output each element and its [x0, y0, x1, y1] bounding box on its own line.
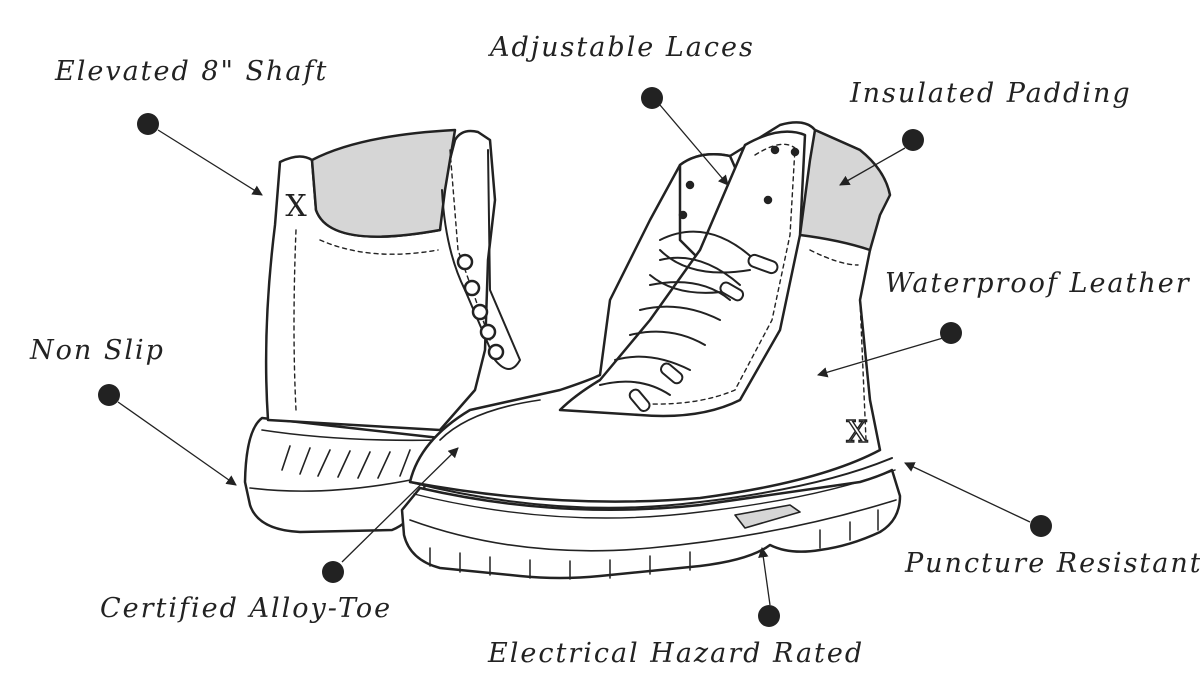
callout-label-puncture: Puncture Resistant — [905, 548, 1200, 579]
leader-hazard — [758, 546, 771, 606]
callout-label-leather: Waterproof Leather — [885, 268, 1191, 299]
callout-dot-hazard — [758, 605, 780, 627]
left-boot-collar-padding — [310, 128, 457, 238]
callout-label-alloytoe: Certified Alloy-Toe — [100, 593, 393, 624]
callout-dot-leather — [940, 322, 962, 344]
callout-label-hazard: Electrical Hazard Rated — [488, 638, 865, 669]
right-boot-insulated-padding — [798, 128, 892, 252]
right-boot — [400, 121, 902, 580]
leader-laces — [659, 104, 729, 186]
callout-label-nonslip: Non Slip — [30, 335, 165, 366]
callout-dot-nonslip — [98, 384, 120, 406]
callout-label-laces: Adjustable Laces — [490, 32, 755, 63]
left-boot-logo: X — [285, 189, 307, 224]
leader-padding — [839, 147, 906, 186]
leader-puncture — [904, 462, 1031, 523]
callout-label-padding: Insulated Padding — [850, 78, 1132, 109]
callout-label-shaft: Elevated 8" Shaft — [55, 56, 329, 87]
leader-nonslip — [117, 401, 237, 486]
callout-dot-laces — [641, 87, 663, 109]
right-boot-laces — [599, 230, 779, 413]
leader-leather — [817, 337, 944, 378]
callout-dot-puncture — [1030, 515, 1052, 537]
callout-dot-alloytoe — [322, 561, 344, 583]
left-boot — [243, 128, 521, 534]
leader-shaft — [157, 129, 263, 196]
callout-dot-padding — [902, 129, 924, 151]
right-boot-logo: X — [846, 415, 868, 450]
callout-dot-shaft — [137, 113, 159, 135]
leader-alloytoe — [341, 447, 459, 563]
right-boot-outsole — [400, 468, 902, 580]
